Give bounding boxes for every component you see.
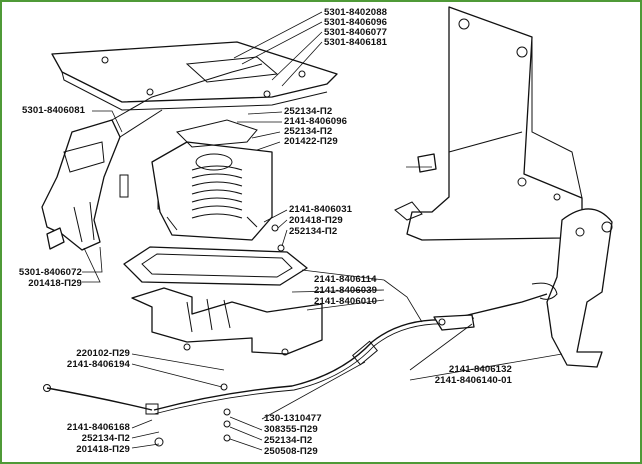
callout-201418-p29-b: 201418-П29: [28, 278, 82, 289]
callout-308355-p29: 308355-П29: [264, 424, 318, 435]
callout-5301-8406096: 5301-8406096: [324, 17, 388, 28]
spring-assembly: [151, 119, 285, 252]
callout-2141-8406132: 2141-8406132: [448, 364, 512, 375]
callout-252134-p2-c: 252134-П2: [289, 226, 338, 237]
leader-lines: [82, 11, 563, 451]
callout-2141-8406039: 2141-8406039: [314, 285, 378, 296]
callout-5301-8406181: 5301-8406181: [324, 37, 388, 48]
callout-201418-p29-a: 201418-П29: [289, 215, 343, 226]
right-mount-bracket: [394, 6, 583, 241]
cable: [43, 293, 548, 447]
callout-201422-p29: 201422-П29: [284, 136, 338, 147]
callout-220102-p29: 220102-П29: [76, 348, 130, 359]
callout-252134-p2-b: 252134-П2: [284, 126, 333, 137]
lower-bracket: [131, 287, 323, 356]
callout-252134-p2-a: 252134-П2: [284, 106, 333, 117]
callout-2141-8406031: 2141-8406031: [289, 204, 353, 215]
callout-2141-8406194: 2141-8406194: [66, 359, 130, 370]
callout-5301-8406081: 5301-8406081: [22, 105, 86, 116]
callout-201418-p29-c: 201418-П29: [76, 444, 130, 455]
middle-plate: [123, 246, 308, 286]
callout-5301-8406072: 5301-8406072: [18, 267, 82, 278]
callout-2141-8406096: 2141-8406096: [284, 116, 348, 127]
callout-130-1310477: 130-1310477: [264, 413, 322, 424]
callout-2141-8406168: 2141-8406168: [66, 422, 130, 433]
callout-252134-p2-e: 252134-П2: [264, 435, 313, 446]
callout-5301-8406077: 5301-8406077: [324, 27, 388, 38]
callout-250508-p29: 250508-П29: [264, 446, 318, 457]
callout-2141-8406140-01: 2141-8406140-01: [434, 375, 512, 386]
callout-2141-8406114: 2141-8406114: [314, 274, 377, 285]
right-lever: [531, 208, 613, 368]
left-pedal-assembly: [41, 63, 263, 251]
callout-2141-8406010: 2141-8406010: [314, 296, 378, 307]
top-plate: [51, 41, 338, 111]
callout-252134-p2-d: 252134-П2: [81, 433, 130, 444]
callout-5301-8402088: 5301-8402088: [324, 7, 388, 18]
